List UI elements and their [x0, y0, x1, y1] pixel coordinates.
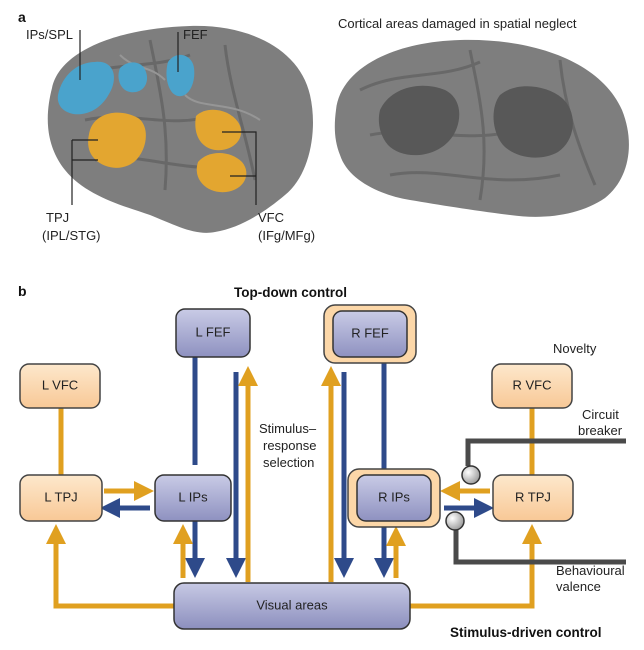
box-r-tpj: R TPJ [492, 474, 574, 522]
annotation-stimulus-1: Stimulus– [259, 421, 317, 436]
annotation-valence-1: Behavioural [556, 563, 625, 578]
box-r-vfc: R VFC [491, 363, 573, 409]
connections [46, 357, 626, 609]
stimulus-driven-heading: Stimulus-driven control [450, 625, 602, 640]
svg-text:L FEF: L FEF [196, 324, 231, 339]
box-l-fef: L FEF [175, 308, 251, 358]
annotation-novelty: Novelty [553, 341, 597, 356]
svg-text:L VFC: L VFC [42, 377, 78, 392]
damaged-area-frontal [493, 86, 573, 158]
box-r-ips: R IPs [347, 468, 441, 528]
annotation-circuit-1: Circuit [582, 407, 619, 422]
svg-text:L IPs: L IPs [178, 489, 208, 504]
left-brain-image [47, 25, 313, 233]
panel-a-title: Cortical areas damaged in spatial neglec… [338, 16, 577, 31]
circuit-breaker-node [461, 465, 481, 485]
box-visual-areas: Visual areas [173, 582, 411, 630]
top-down-heading: Top-down control [234, 285, 347, 300]
annotation-stimulus-3: selection [263, 455, 314, 470]
svg-text:R VFC: R VFC [513, 377, 552, 392]
svg-text:Visual areas: Visual areas [256, 597, 328, 612]
annotation-stimulus-2: response [263, 438, 316, 453]
valence-node [445, 511, 465, 531]
annotation-circuit-2: breaker [578, 423, 623, 438]
svg-text:R TPJ: R TPJ [515, 489, 551, 504]
vfc-area-lower [196, 153, 247, 193]
box-l-ips: L IPs [154, 474, 232, 522]
svg-text:L TPJ: L TPJ [44, 489, 77, 504]
label-vfc: VFC [258, 210, 284, 225]
label-vfc-sub: (IFg/MFg) [258, 228, 315, 243]
svg-text:R IPs: R IPs [378, 489, 410, 504]
ips-spl-area [57, 61, 115, 115]
label-ips-spl: IPs/SPL [26, 27, 73, 42]
box-l-tpj: L TPJ [19, 474, 103, 522]
tpj-area [88, 112, 146, 168]
box-l-vfc: L VFC [19, 363, 101, 409]
vfc-area-upper [195, 109, 242, 151]
damaged-area-parietal [378, 85, 460, 156]
svg-text:R FEF: R FEF [351, 325, 389, 340]
fef-area [166, 54, 195, 97]
label-fef: FEF [183, 27, 208, 42]
annotation-valence-2: valence [556, 579, 601, 594]
panel-b-letter: b [18, 283, 27, 299]
right-brain-image [334, 39, 629, 217]
panel-a-letter: a [18, 9, 26, 25]
label-tpj-sub: (IPL/STG) [42, 228, 101, 243]
box-r-fef: R FEF [323, 304, 417, 364]
label-tpj: TPJ [46, 210, 69, 225]
